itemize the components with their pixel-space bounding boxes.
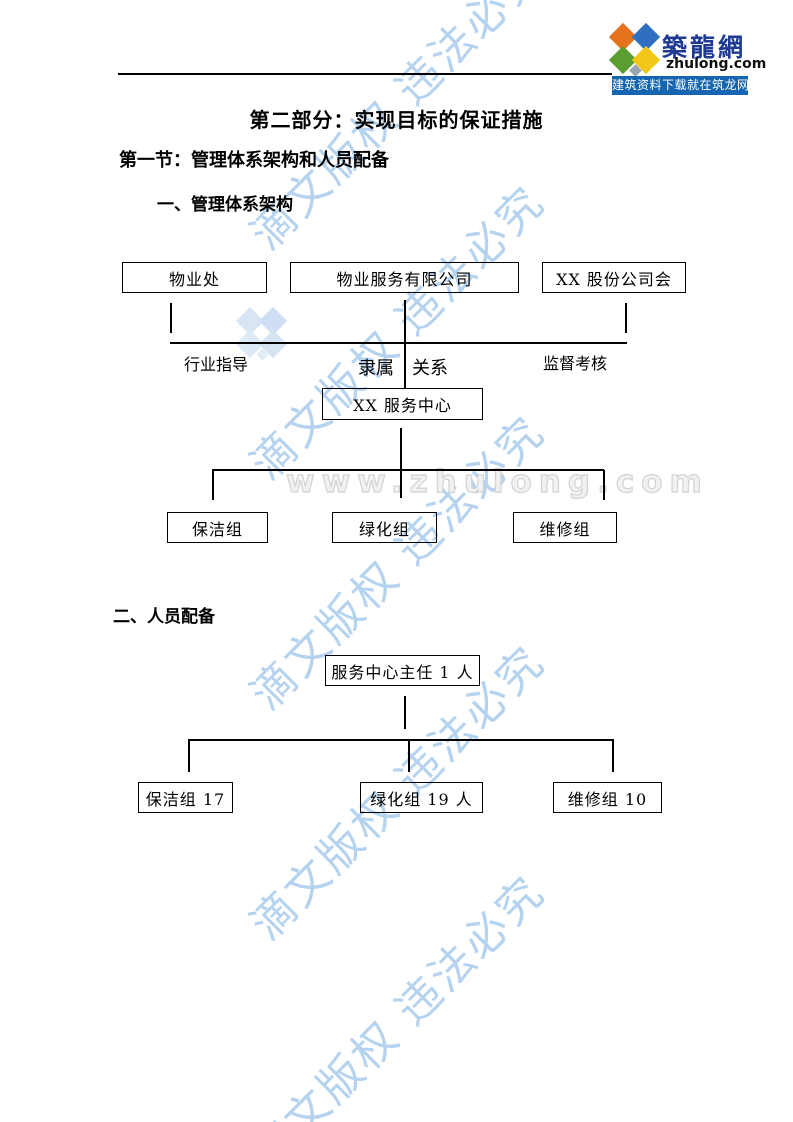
logo-domain-text: zhulong.com bbox=[666, 56, 767, 72]
relation-label-subordination: 隶属 关系 bbox=[358, 358, 448, 379]
relation-label-supervision: 监督考核 bbox=[543, 354, 608, 373]
doc-title: 第二部分：实现目标的保证措施 bbox=[249, 108, 544, 132]
connector bbox=[170, 342, 627, 344]
org-box-property-service-company: 物业服务有限公司 bbox=[290, 262, 519, 293]
connector bbox=[603, 470, 605, 500]
logo-banner: 建筑资料下载就在筑龙网 bbox=[612, 76, 749, 95]
org-box-property-office: 物业处 bbox=[122, 262, 267, 293]
connector bbox=[404, 696, 406, 729]
connector bbox=[400, 428, 402, 498]
connector bbox=[612, 741, 614, 772]
org-box-greening-team-count: 绿化组 19 人 bbox=[360, 782, 483, 813]
org-box-cleaning-team: 保洁组 bbox=[167, 512, 268, 543]
subsection2-heading: 二、人员配备 bbox=[113, 607, 215, 627]
org-box-service-center: XX 服务中心 bbox=[322, 388, 483, 420]
header-rule bbox=[118, 73, 612, 75]
org-box-maintenance-team: 维修组 bbox=[513, 512, 617, 543]
connector bbox=[408, 741, 410, 772]
org-box-shareholding-company: XX 股份公司会 bbox=[542, 262, 686, 293]
connector bbox=[212, 469, 604, 471]
connector bbox=[188, 739, 614, 741]
connector bbox=[404, 300, 406, 388]
connector bbox=[188, 741, 190, 772]
org-box-cleaning-team-count: 保洁组 17 bbox=[138, 782, 233, 813]
subsection1-heading: 一、管理体系架构 bbox=[157, 195, 293, 215]
org-box-maintenance-team-count: 维修组 10 bbox=[553, 782, 662, 813]
connector bbox=[170, 303, 172, 333]
org-box-center-director: 服务中心主任 1 人 bbox=[325, 655, 480, 686]
connector bbox=[212, 470, 214, 500]
logo-brand-text: 築龍網 bbox=[662, 33, 747, 62]
section1-heading: 第一节：管理体系架构和人员配备 bbox=[119, 150, 389, 171]
zhulong-logo-icon bbox=[608, 22, 661, 77]
connector bbox=[625, 303, 627, 333]
relation-label-industry-guidance: 行业指导 bbox=[184, 355, 249, 374]
org-box-greening-team: 绿化组 bbox=[332, 512, 437, 543]
